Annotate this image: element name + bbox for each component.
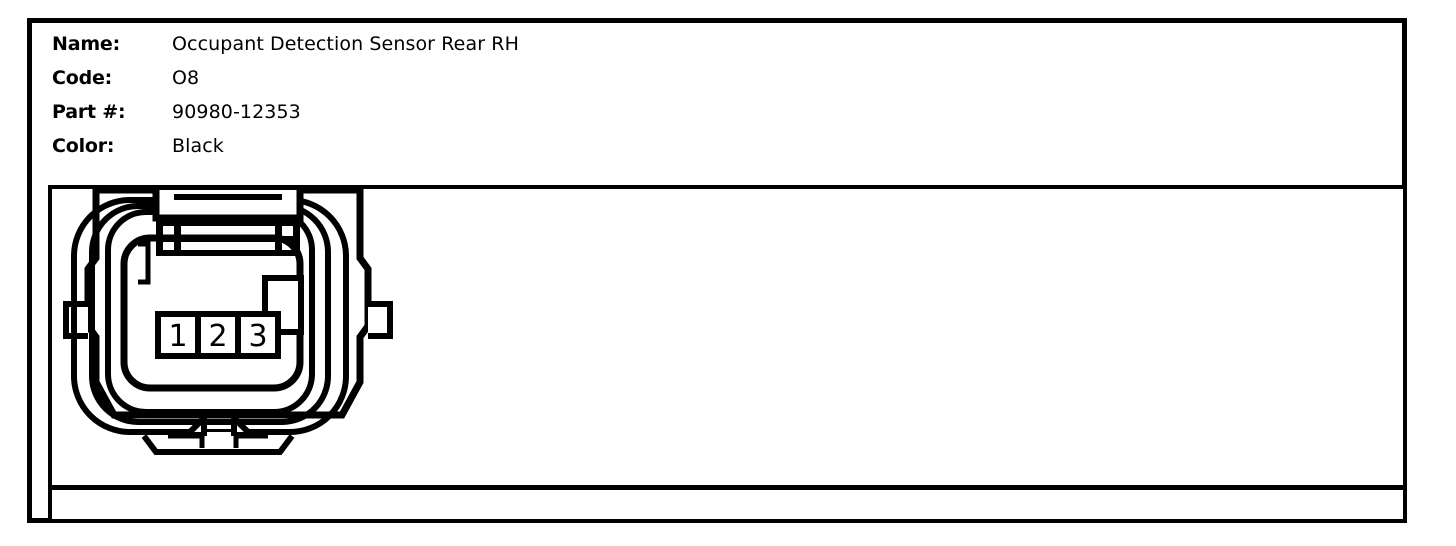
connector-latch-slot [174,194,282,200]
spec-row-code: Code: O8 [52,61,952,95]
pin-cell-2 [195,311,241,359]
connector-cavity-left-notch [138,241,151,285]
spec-value-name: Occupant Detection Sensor Rear RH [172,33,519,55]
connector-base-slot-left [168,433,205,448]
connector-right-side-tab [368,301,393,339]
spec-value-color: Black [172,135,224,157]
connector-latch-crossbar-bottom [156,250,300,256]
connector-outer-housing [84,186,372,419]
spec-value-code: O8 [172,67,200,89]
spec-label-part-number: Part #: [52,101,126,123]
spec-row-name: Name: Occupant Detection Sensor Rear RH [52,27,952,61]
spec-value-part-number: 90980-12353 [172,101,301,123]
connector-face-diagram: 1 2 3 [63,186,393,455]
spec-table: Name: Occupant Detection Sensor Rear RH … [52,27,952,163]
pin-label-1: 1 [168,319,187,354]
spec-row-color: Color: Black [52,129,952,163]
connector-latch-crossbar-top [163,220,293,226]
spec-label-color: Color: [52,135,115,157]
pin-label-2: 2 [208,319,227,354]
connector-base-foot [141,434,295,455]
connector-pin-block: 1 2 3 [155,311,281,359]
spec-label-code: Code: [52,67,113,89]
spec-label-name: Name: [52,33,121,55]
pin-cell-3 [235,311,281,359]
panel-divider-line [48,485,1407,490]
pin-label-3: 3 [248,319,267,354]
panel-footer-left-edge [48,485,52,523]
panel-footer-bottom-edge [48,519,1407,523]
connector-base-slot-right [233,433,268,448]
panel-footer-right-edge [1403,485,1407,523]
connector-latch-crossbar-mid [156,236,300,242]
connector-polarizing-key [262,275,304,335]
spec-row-part-number: Part #: 90980-12353 [52,95,952,129]
